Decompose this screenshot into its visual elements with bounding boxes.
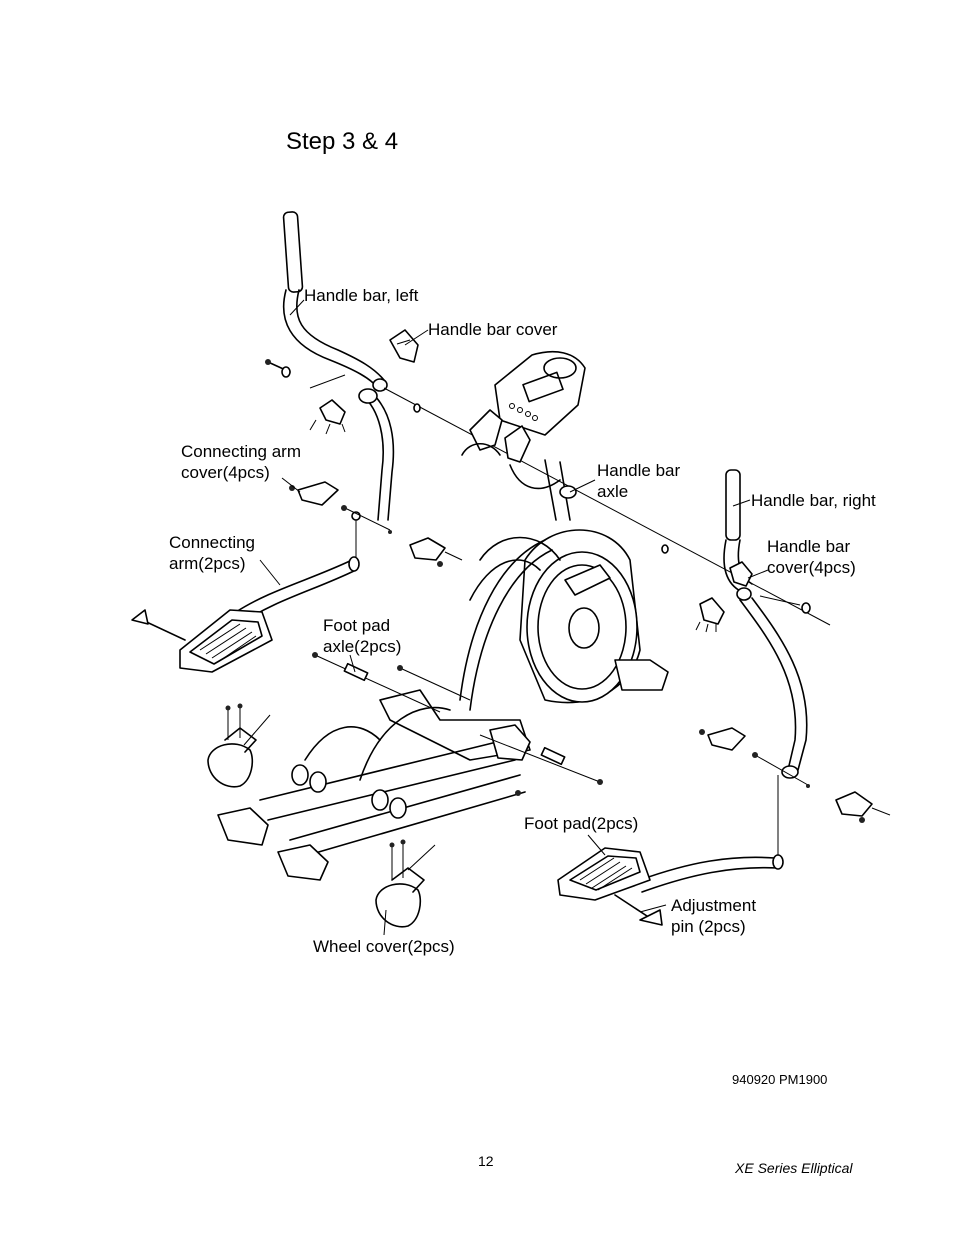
label-handle-bar-right: Handle bar, right	[751, 491, 876, 510]
label-foot-pad: Foot pad(2pcs)	[524, 814, 638, 833]
label-handle-bar-axle-line1: Handle bar	[597, 461, 681, 480]
connecting-arm-cover-part	[309, 399, 346, 435]
handle-bar-axle-line	[383, 387, 831, 626]
label-handle-bar-left: Handle bar, left	[304, 286, 419, 305]
label-foot-pad-axle-line2: axle(2pcs)	[323, 637, 401, 656]
label-handle-bar-cover: Handle bar cover	[428, 320, 558, 339]
frame-part	[217, 459, 669, 881]
label-adjustment-pin-line1: Adjustment	[671, 896, 756, 915]
label-foot-pad-axle-line1: Foot pad	[323, 616, 390, 635]
foot-pad-right-part	[557, 847, 663, 926]
console-part	[461, 351, 586, 463]
label-connecting-arm-line2: arm(2pcs)	[169, 554, 246, 573]
connecting-arm-left-part	[235, 505, 392, 625]
footer-title: XE Series Elliptical	[735, 1160, 853, 1176]
label-wheel-cover: Wheel cover(2pcs)	[313, 937, 455, 956]
page-number: 12	[478, 1153, 494, 1169]
label-handle-bar-cover-right-line2: cover(4pcs)	[767, 558, 856, 577]
step-title: Step 3 & 4	[286, 128, 399, 155]
handle-bar-cover-right-part	[695, 561, 753, 633]
foot-pad-axles	[312, 652, 603, 796]
label-handle-bar-axle-line2: axle	[597, 482, 628, 501]
label-connecting-arm-line1: Connecting	[169, 533, 255, 552]
handle-bar-cover-part	[389, 329, 419, 363]
bolt-left-handle	[265, 359, 291, 378]
connecting-arm-covers	[289, 481, 891, 823]
label-connecting-arm-cover-line2: cover(4pcs)	[181, 463, 270, 482]
label-handle-bar-cover-right-line1: Handle bar	[767, 537, 851, 556]
document-code: 940920 PM1900	[732, 1072, 828, 1087]
leader-lines	[243, 299, 801, 936]
label-adjustment-pin-line2: pin (2pcs)	[671, 917, 746, 936]
handle-bar-left-part	[282, 211, 395, 521]
connecting-arm-right-part	[639, 752, 810, 893]
wheel-covers	[207, 703, 425, 928]
foot-pad-left-part	[131, 609, 273, 673]
label-connecting-arm-cover-line1: Connecting arm	[181, 442, 301, 461]
